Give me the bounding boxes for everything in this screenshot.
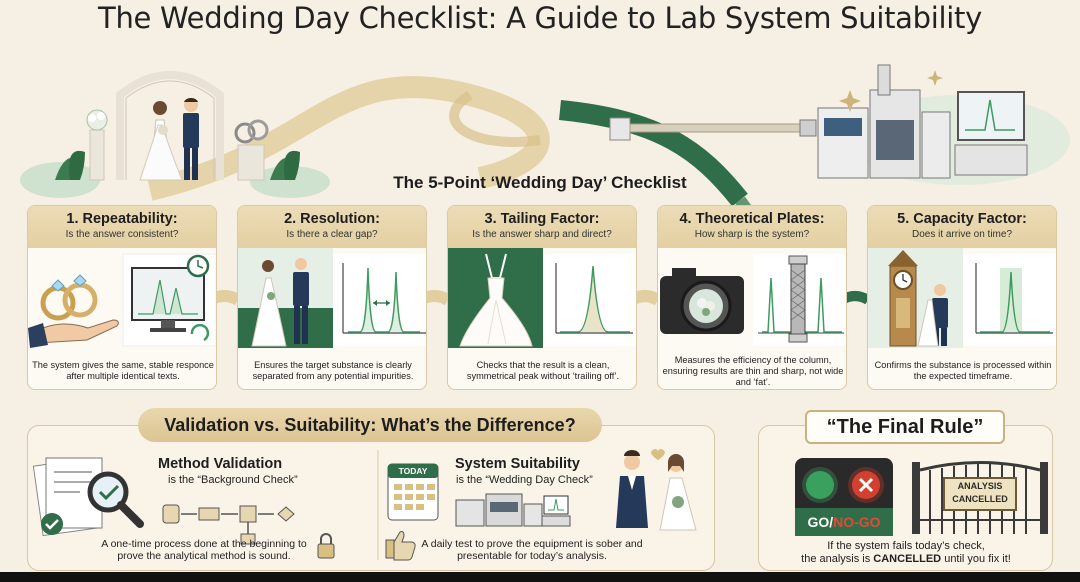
card-subtitle: Is the answer sharp and direct? xyxy=(472,229,612,240)
separated-peaks-icon xyxy=(333,254,426,346)
card-subtitle: Does it arrive on time? xyxy=(911,229,1013,240)
card-header: 1. Repeatability: Is the answer consiste… xyxy=(28,206,216,248)
final-rule-note-line-1: If the system fails today’s check, xyxy=(827,540,985,552)
card-description: Ensures the target substance is clearly … xyxy=(252,360,414,381)
final-rule-heading: “The Final Rule” xyxy=(805,410,1005,444)
card-subtitle: Is there a clear gap? xyxy=(286,229,378,240)
sign-line-2: CANCELLED xyxy=(952,494,1008,504)
clock-tower-icon xyxy=(868,248,963,348)
final-rule-note: If the system fails today’s check, the a… xyxy=(770,540,1042,566)
card-tailing-factor: 3. Tailing Factor: Is the answer sharp a… xyxy=(447,205,637,390)
card-description: Measures the efficiency of the column, e… xyxy=(662,354,844,387)
card-title: 4. Theoretical Plates: xyxy=(679,211,825,227)
calendar-today-label: TODAY xyxy=(398,466,428,476)
page-title: The Wedding Day Checklist: A Guide to La… xyxy=(98,1,982,35)
analysis-cancelled-sign: ANALYSIS CANCELLED xyxy=(944,480,1016,508)
method-validation-title: Method Validation xyxy=(158,456,283,472)
method-validation-note: A one-time process done at the beginning… xyxy=(101,538,307,562)
column-icon xyxy=(753,254,846,346)
checklist-banner: The 5-Point ‘Wedding Day’ Checklist xyxy=(393,173,687,192)
card-subtitle: How sharp is the system? xyxy=(694,229,810,240)
card-description: Checks that the result is a clean, symme… xyxy=(466,360,620,381)
card-header: 4. Theoretical Plates: How sharp is the … xyxy=(658,206,846,248)
couple-icon xyxy=(238,248,333,348)
card-theoretical-plates: 4. Theoretical Plates: How sharp is the … xyxy=(657,205,847,390)
card-title: 1. Repeatability: xyxy=(66,211,178,227)
rings-icon xyxy=(28,274,119,348)
card-header: 3. Tailing Factor: Is the answer sharp a… xyxy=(448,206,636,248)
card-repeatability: 1. Repeatability: Is the answer consiste… xyxy=(27,205,217,390)
note-cancelled: CANCELLED xyxy=(873,553,942,565)
method-validation-subtitle: is the “Background Check” xyxy=(168,474,298,486)
card-capacity-factor: 5. Capacity Factor: Does it arrive on ti… xyxy=(867,205,1057,390)
go-no-go-label: GO/NO-GO xyxy=(795,510,893,534)
dress-icon xyxy=(448,248,543,348)
card-description: Confirms the substance is processed with… xyxy=(874,360,1052,381)
card-description: The system gives the same, stable respon… xyxy=(32,360,214,381)
card-subtitle: Is the answer consistent? xyxy=(65,229,179,240)
symmetric-peak-icon xyxy=(543,254,636,346)
card-resolution: 2. Resolution: Is there a clear gap? Ens… xyxy=(237,205,427,390)
final-rule-note-line-2: the analysis is CANCELLED until you fix … xyxy=(770,553,1042,566)
system-suitability-note: A daily test to prove the equipment is s… xyxy=(421,538,643,562)
card-title: 2. Resolution: xyxy=(284,211,380,227)
card-title: 3. Tailing Factor: xyxy=(484,211,600,227)
no-go-label: NO-GO xyxy=(833,514,881,530)
monitor-chromatogram-icon xyxy=(122,253,216,347)
comparison-panel xyxy=(27,425,715,571)
note-post: until you fix it! xyxy=(941,553,1011,565)
sign-line-1: ANALYSIS xyxy=(957,481,1003,491)
go-slash: / xyxy=(829,514,834,530)
system-suitability-title: System Suitability xyxy=(455,456,580,472)
card-header: 5. Capacity Factor: Does it arrive on ti… xyxy=(868,206,1056,248)
comparison-heading: Validation vs. Suitability: What’s the D… xyxy=(138,408,602,442)
system-suitability-subtitle: is the “Wedding Day Check” xyxy=(456,474,593,486)
card-title: 5. Capacity Factor: xyxy=(897,211,1027,227)
camera-icon xyxy=(660,268,744,334)
timed-peak-icon xyxy=(963,254,1056,346)
note-pre: the analysis is xyxy=(801,553,874,565)
go-label: GO xyxy=(807,514,830,530)
card-header: 2. Resolution: Is there a clear gap? xyxy=(238,206,426,248)
